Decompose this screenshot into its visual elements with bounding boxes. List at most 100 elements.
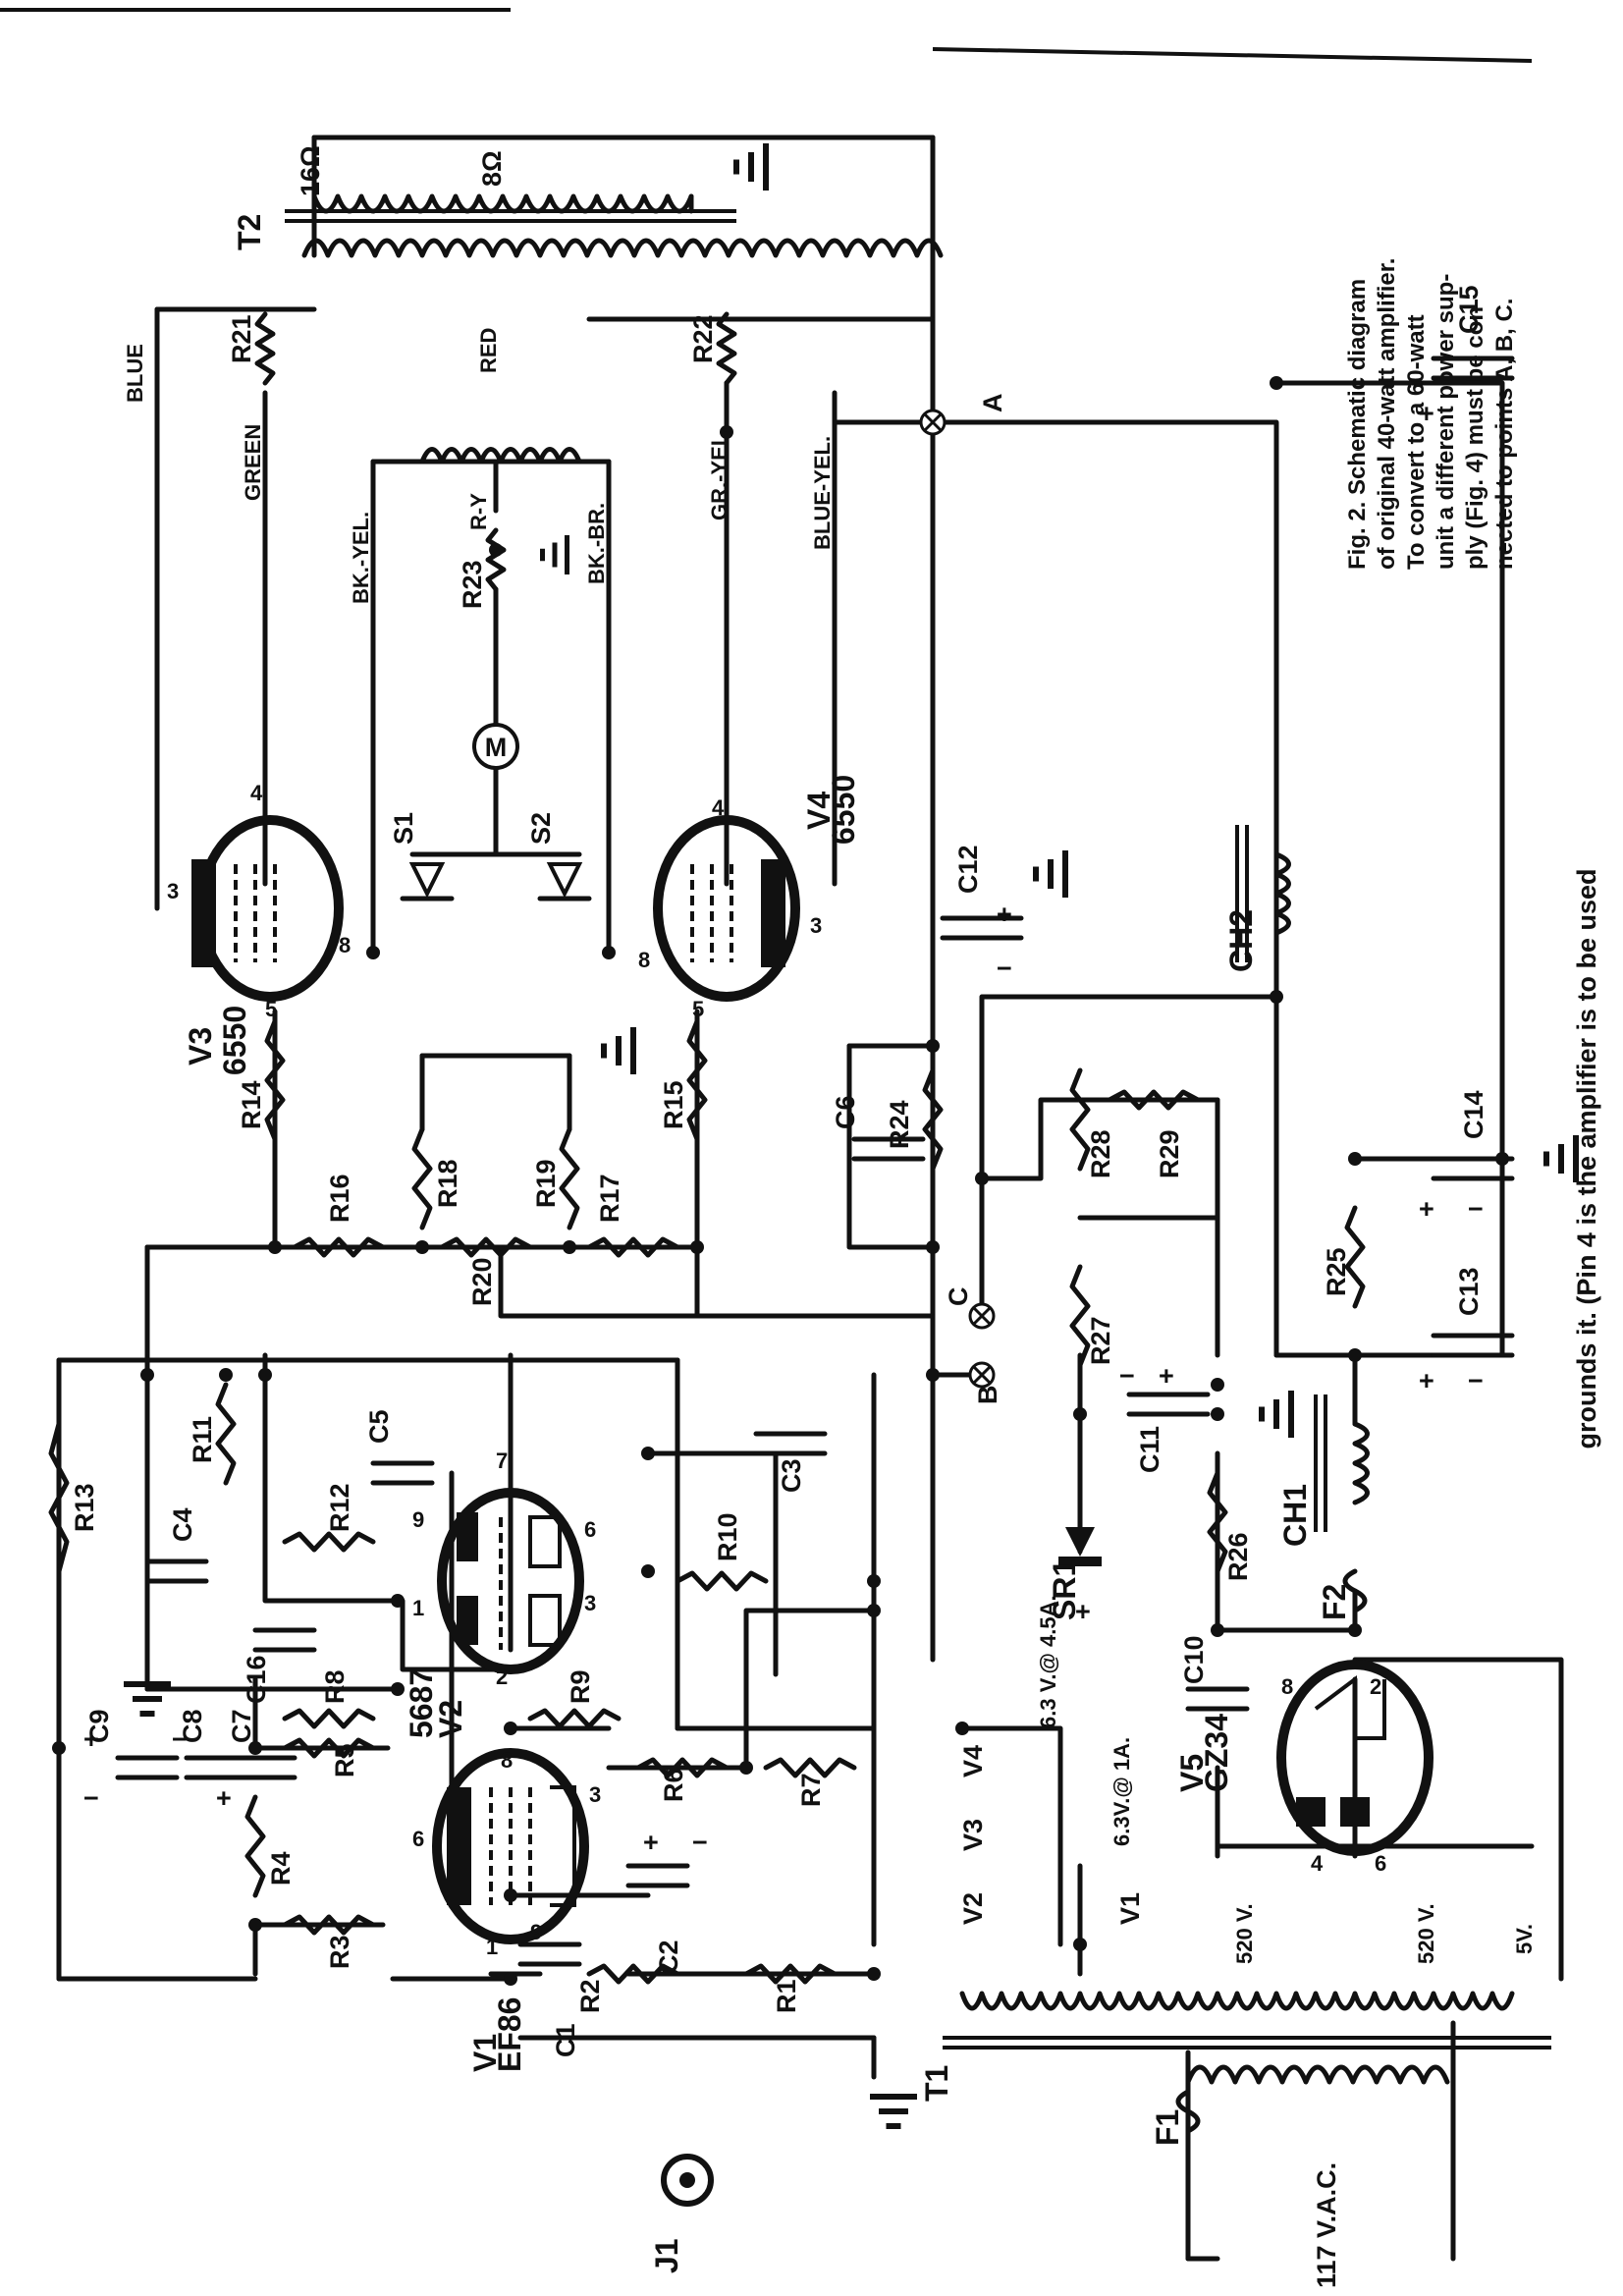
connection-points	[919, 409, 996, 1389]
wire-label-red: RED	[476, 328, 501, 373]
polarity-plus: +	[1159, 1361, 1174, 1391]
point-b-label: B	[973, 1386, 1002, 1405]
wire-label-bk-br: BK.-BR.	[584, 503, 609, 584]
polarity-plus: +	[83, 1724, 99, 1754]
t1-label: T1	[919, 2065, 954, 2102]
ch2-label: CH2	[1223, 909, 1259, 972]
r21-label: R21	[227, 314, 256, 363]
ground-symbol	[1262, 1391, 1291, 1438]
caption-line-5: ply (Fig. 4) must be con-	[1462, 299, 1488, 570]
c8-label: C8	[178, 1709, 207, 1743]
r28-label: R28	[1086, 1129, 1115, 1178]
heater-v4-v3-v2-label: 6.3 V.@ 4.5A.	[1036, 1595, 1060, 1728]
input-jack-j1	[661, 2154, 714, 2207]
resistor-r21	[254, 311, 276, 386]
caption-line-4: unit a different power sup-	[1433, 274, 1459, 570]
r29-label: R29	[1155, 1129, 1184, 1178]
mains-label: 117 V.A.C.	[1312, 2162, 1341, 2288]
tube-v2-type: 5687	[404, 1668, 439, 1738]
j1-label: J1	[649, 2238, 684, 2273]
polarity-plus: +	[1075, 1597, 1091, 1626]
wire-label-r-y: R-Y	[466, 493, 491, 530]
pin-label: 8	[638, 948, 650, 972]
t1-secondary-coil	[959, 1991, 1515, 2011]
tube-v1	[432, 1748, 589, 1944]
r18-label: R18	[433, 1159, 462, 1208]
pin-label: 2	[1370, 1674, 1381, 1699]
pin-label: 2	[496, 1665, 508, 1689]
pin-label: 1	[412, 1596, 424, 1620]
polarity-minus: −	[692, 1828, 708, 1857]
wire-label-blue-yel: BLUE-YEL.	[810, 436, 835, 550]
c10-label: C10	[1179, 1635, 1209, 1684]
resistor-r25	[1344, 1205, 1366, 1309]
resistor-r27	[1069, 1264, 1091, 1368]
tube-v1-name: V1	[467, 2034, 503, 2072]
resistor-r15	[686, 1018, 708, 1142]
r23-label: R23	[458, 560, 487, 609]
tube-v3-type: 6550	[217, 1006, 252, 1075]
ground-symbol	[604, 1027, 633, 1074]
pin-label: 3	[584, 1591, 596, 1615]
c12-label: C12	[953, 845, 983, 894]
r15-label: R15	[659, 1080, 688, 1129]
c13-label: C13	[1454, 1267, 1484, 1316]
polarity-plus: +	[997, 900, 1012, 929]
ch1-coil	[1352, 1421, 1370, 1505]
c4-label: C4	[168, 1507, 197, 1542]
r6-label: R6	[659, 1768, 688, 1802]
ground-symbol	[543, 535, 568, 574]
r26-label: R26	[1223, 1532, 1253, 1581]
pin-label: 6	[1375, 1851, 1386, 1876]
polarity-minus: −	[172, 1724, 188, 1754]
diode-sr1	[1058, 1527, 1102, 1566]
pin-label: 3	[167, 879, 179, 903]
resistor-r12	[282, 1531, 376, 1553]
c7-label: C7	[227, 1709, 256, 1743]
wire-label-green: GREEN	[241, 424, 265, 501]
fuse-f2	[1342, 1568, 1368, 1613]
resistor-r19	[559, 1126, 580, 1230]
heater-tag-v1: V1	[1115, 1892, 1145, 1925]
tube-v2	[437, 1488, 584, 1674]
c11-label: C11	[1135, 1426, 1164, 1473]
polarity-minus: −	[1119, 1361, 1135, 1391]
pin-label: 9	[530, 1920, 542, 1944]
resistor-r13	[48, 1421, 70, 1574]
resistor-r29	[1107, 1089, 1201, 1111]
tube-v5	[1276, 1660, 1434, 1856]
polarity-minus: −	[1468, 399, 1484, 428]
resistor-r7	[763, 1757, 857, 1778]
ch1-label: CH1	[1277, 1484, 1313, 1547]
polarity-minus: −	[997, 954, 1012, 983]
r11-label: R11	[188, 1416, 217, 1463]
r2-label: R2	[575, 1979, 605, 2013]
hv-right-label: 520 V.	[1414, 1903, 1438, 1964]
resistor-symbols	[48, 311, 1366, 1985]
r7-label: R7	[796, 1773, 826, 1807]
resistor-r26	[1207, 1470, 1228, 1574]
caption-line-6: nected to points A, B, C.	[1491, 299, 1518, 570]
t2-label: T2	[232, 214, 267, 250]
pin-label: 7	[496, 1449, 508, 1473]
tap-8-ohm: 8Ω	[477, 150, 507, 187]
pin-label: 4	[1311, 1851, 1324, 1876]
wire-label-blue: BLUE	[123, 344, 147, 403]
resistor-r10	[675, 1570, 769, 1592]
r27-label: R27	[1086, 1316, 1115, 1365]
caption-line-2: of original 40-watt amplifier.	[1374, 258, 1400, 570]
resistor-r16	[292, 1236, 386, 1258]
tube-v4-name: V4	[801, 792, 837, 830]
switch-s2	[537, 862, 592, 902]
resistor-r18	[411, 1126, 433, 1230]
r25-label: R25	[1322, 1247, 1351, 1296]
r19-label: R19	[531, 1159, 561, 1208]
ground-symbol	[870, 2097, 917, 2126]
pin-label: 8	[339, 933, 351, 957]
r13-label: R13	[70, 1483, 99, 1532]
resistor-r11	[215, 1382, 237, 1486]
pin-label: 5	[692, 997, 704, 1021]
figure-caption: Fig. 2. Schematic diagram of original 40…	[1344, 258, 1518, 570]
polarity-minus: −	[1468, 1366, 1484, 1395]
r10-label: R10	[713, 1512, 742, 1561]
